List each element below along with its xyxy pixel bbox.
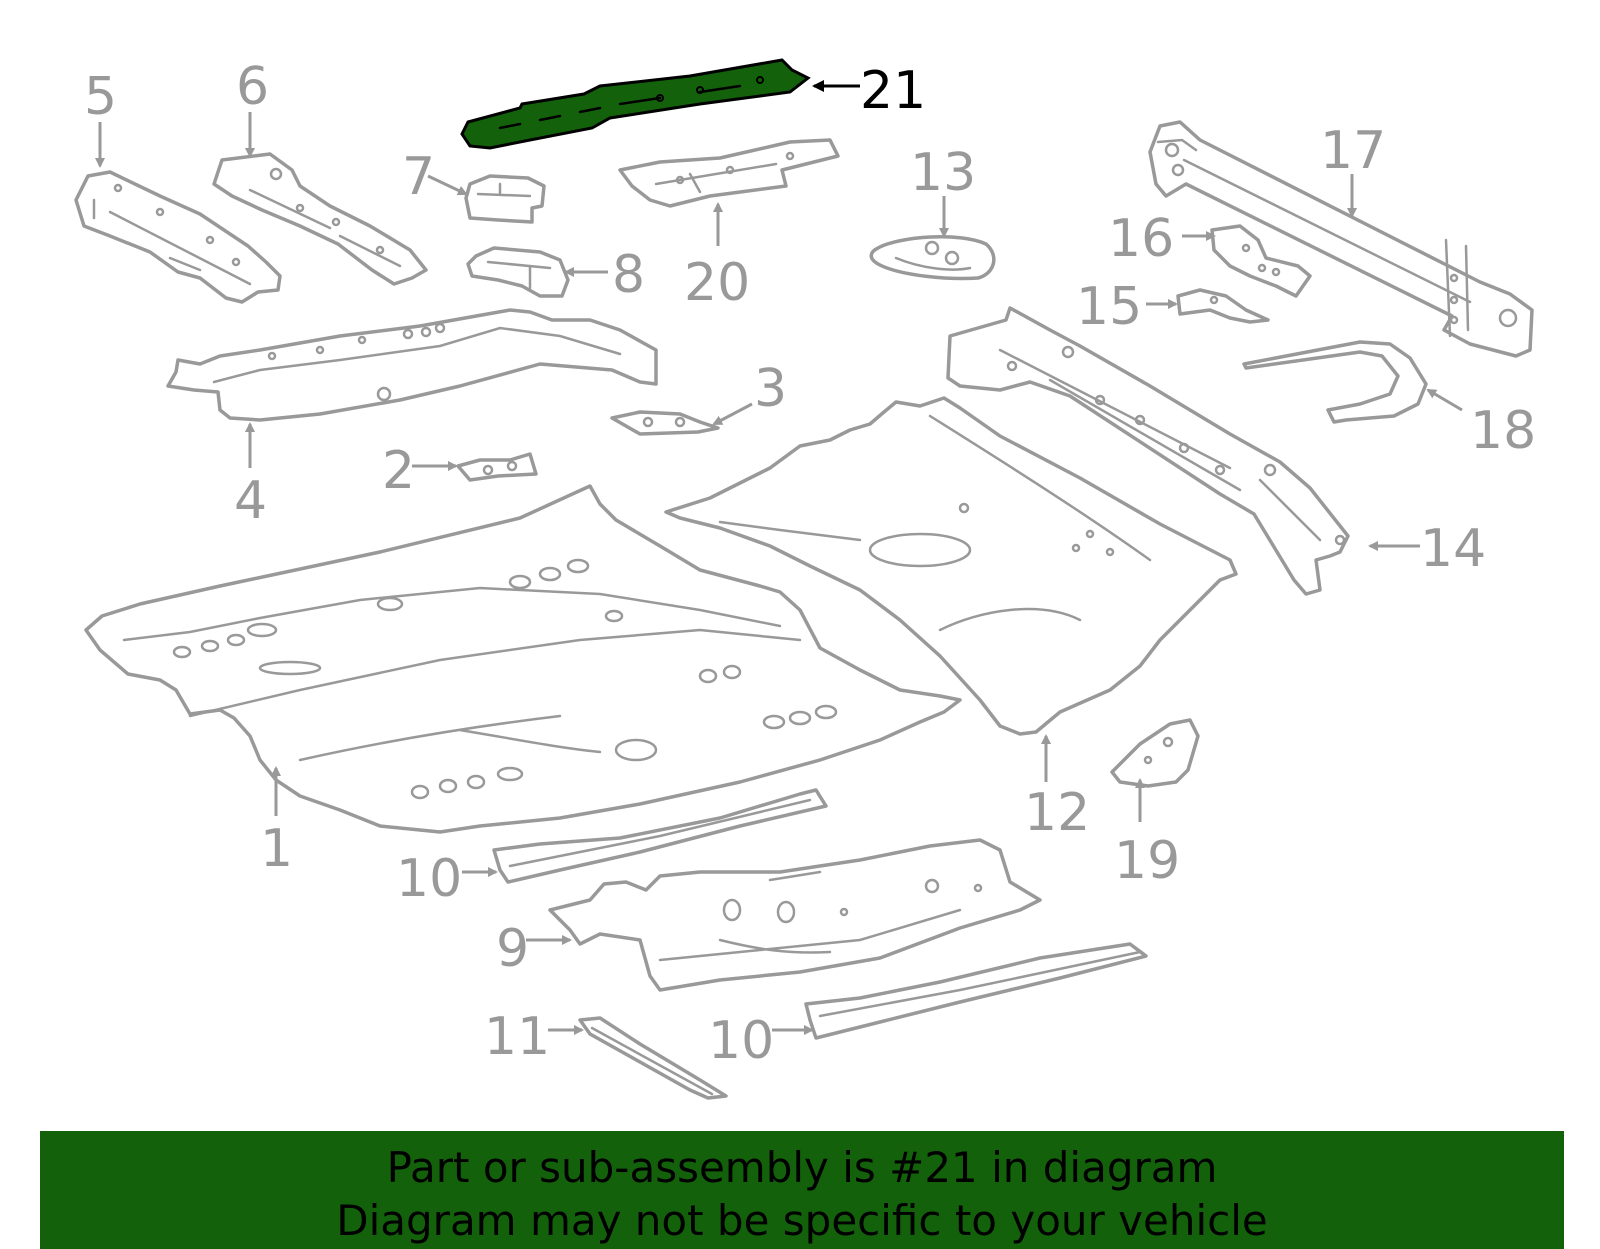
part-17[interactable] <box>1148 120 1534 358</box>
part-12[interactable] <box>664 396 1238 736</box>
banner-line-1: Part or sub-assembly is #21 in diagram <box>386 1143 1218 1192</box>
part-20[interactable] <box>618 138 840 208</box>
part-3[interactable] <box>610 410 720 436</box>
callout-3[interactable]: 3 <box>754 359 787 419</box>
callout-16[interactable]: 16 <box>1108 209 1174 269</box>
part-1[interactable] <box>84 484 962 834</box>
callout-14[interactable]: 14 <box>1420 519 1486 579</box>
part-6[interactable] <box>212 152 428 286</box>
callout-2[interactable]: 2 <box>382 441 415 501</box>
part-13[interactable] <box>869 235 996 281</box>
part-9[interactable] <box>548 838 1042 992</box>
callout-1[interactable]: 1 <box>260 819 293 879</box>
part-2[interactable] <box>456 452 538 482</box>
part-10-lower[interactable] <box>804 942 1148 1040</box>
leader-lines <box>95 80 1463 1035</box>
callout-18[interactable]: 18 <box>1470 401 1536 461</box>
part-18[interactable] <box>1242 340 1428 424</box>
part-16[interactable] <box>1210 224 1312 298</box>
part-15[interactable] <box>1176 288 1270 324</box>
part-14[interactable] <box>946 306 1350 596</box>
info-banner: Part or sub-assembly is #21 in diagram D… <box>40 1131 1564 1249</box>
banner-line-2: Diagram may not be specific to your vehi… <box>336 1196 1268 1245</box>
callout-10-lower[interactable]: 10 <box>708 1011 774 1071</box>
callout-19[interactable]: 19 <box>1114 831 1180 891</box>
part-11[interactable] <box>578 1016 728 1100</box>
callout-10-upper[interactable]: 10 <box>396 849 462 909</box>
callout-9[interactable]: 9 <box>496 919 529 979</box>
callout-labels: 21 5 6 7 8 20 13 17 16 15 18 14 3 4 2 1 … <box>84 57 1536 1071</box>
callout-11[interactable]: 11 <box>484 1007 550 1067</box>
callout-6[interactable]: 6 <box>236 57 269 117</box>
callout-4[interactable]: 4 <box>234 471 267 531</box>
part-4[interactable] <box>166 308 658 422</box>
part-5[interactable] <box>74 170 282 304</box>
callout-7[interactable]: 7 <box>402 147 435 207</box>
callout-8[interactable]: 8 <box>612 245 645 305</box>
part-21-highlighted[interactable] <box>460 58 811 150</box>
callout-20[interactable]: 20 <box>684 253 750 313</box>
callout-17[interactable]: 17 <box>1320 121 1386 181</box>
callout-21[interactable]: 21 <box>860 61 926 121</box>
part-19[interactable] <box>1110 718 1200 788</box>
callout-15[interactable]: 15 <box>1076 277 1142 337</box>
callout-13[interactable]: 13 <box>910 143 976 203</box>
callout-12[interactable]: 12 <box>1024 783 1090 843</box>
part-7[interactable] <box>464 174 546 224</box>
callout-5[interactable]: 5 <box>84 67 117 127</box>
part-8[interactable] <box>466 246 570 298</box>
part-10-upper[interactable] <box>492 788 828 884</box>
